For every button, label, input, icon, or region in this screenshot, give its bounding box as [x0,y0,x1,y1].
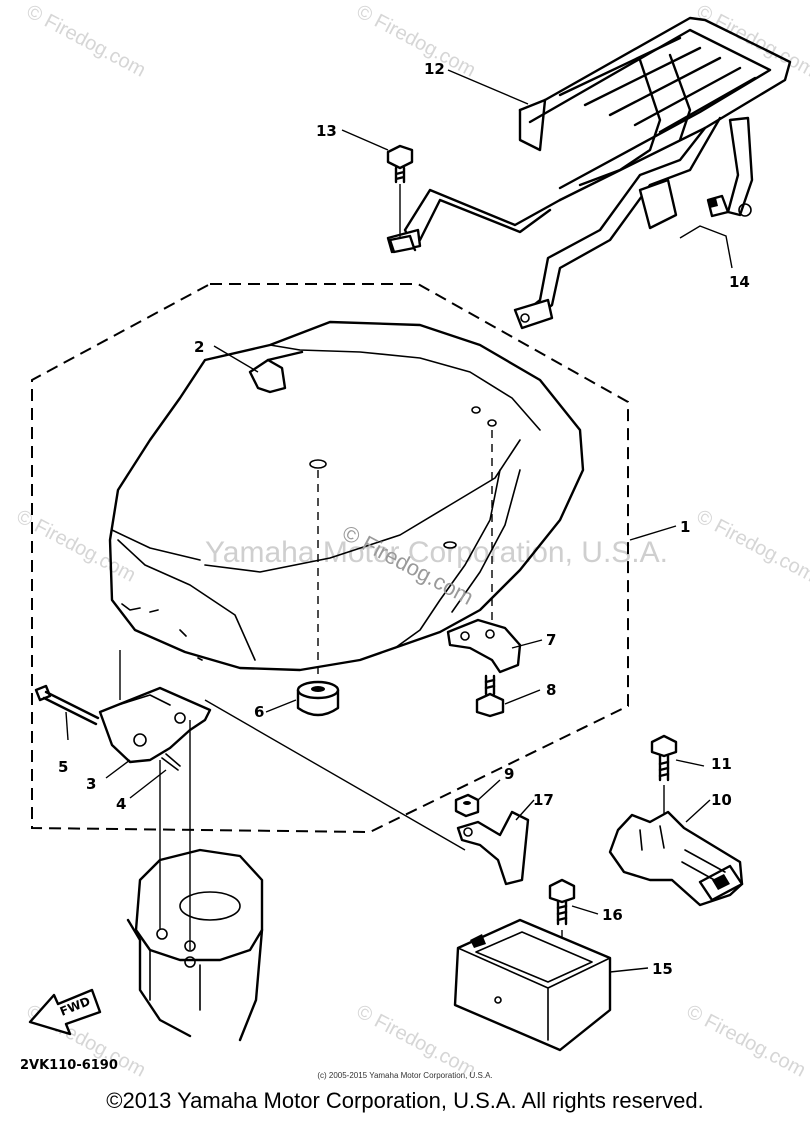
seat-lock-bracket-part [446,430,522,674]
damper-6-part [296,470,340,717]
frame-fragment [126,720,264,1042]
nut-9-part [454,793,480,818]
callout-11: 11 [711,755,732,773]
tool-box-15-part [453,918,612,1052]
callout-3: 3 [86,775,97,793]
callout-17: 17 [533,791,554,809]
callout-16: 16 [602,906,623,924]
diagram-code: 2VK110-6190 [20,1058,118,1073]
small-copyright: (c) 2005-2015 Yamaha Motor Corporation, … [317,1071,493,1080]
callout-1: 1 [680,518,691,536]
callout-14: 14 [729,273,750,291]
hinge-pin-5-part [34,684,100,726]
cotter-pin-4-part [161,753,181,771]
seat-assembly-part [108,320,585,672]
callout-4: 4 [116,795,127,813]
carrier-rack-part [386,16,792,330]
rubber-cap-14-part [706,194,730,218]
leader-lines [65,69,733,973]
seat-lock-10-part [608,810,744,907]
assembly-boundary [31,283,629,834]
watermark-center: Yamaha Motor Corporation, U.S.A. [205,536,668,569]
callout-13: 13 [316,122,337,140]
callout-2: 2 [194,338,205,356]
forward-direction-arrow [28,988,102,1036]
callout-7: 7 [546,631,557,649]
callout-12: 12 [424,60,445,78]
callout-8: 8 [546,681,557,699]
callout-9: 9 [504,765,515,783]
callout-5: 5 [58,758,69,776]
bolt-11-part [650,734,678,820]
callout-15: 15 [652,960,673,978]
stay-17-part [456,810,530,886]
bolt-13-part [386,144,416,254]
copyright-notice: ©2013 Yamaha Motor Corporation, U.S.A. A… [106,1088,704,1113]
bolt-8-part [475,674,505,718]
callout-6: 6 [254,703,265,721]
callout-10: 10 [711,791,732,809]
seat-hinge-bracket-part [98,650,212,764]
